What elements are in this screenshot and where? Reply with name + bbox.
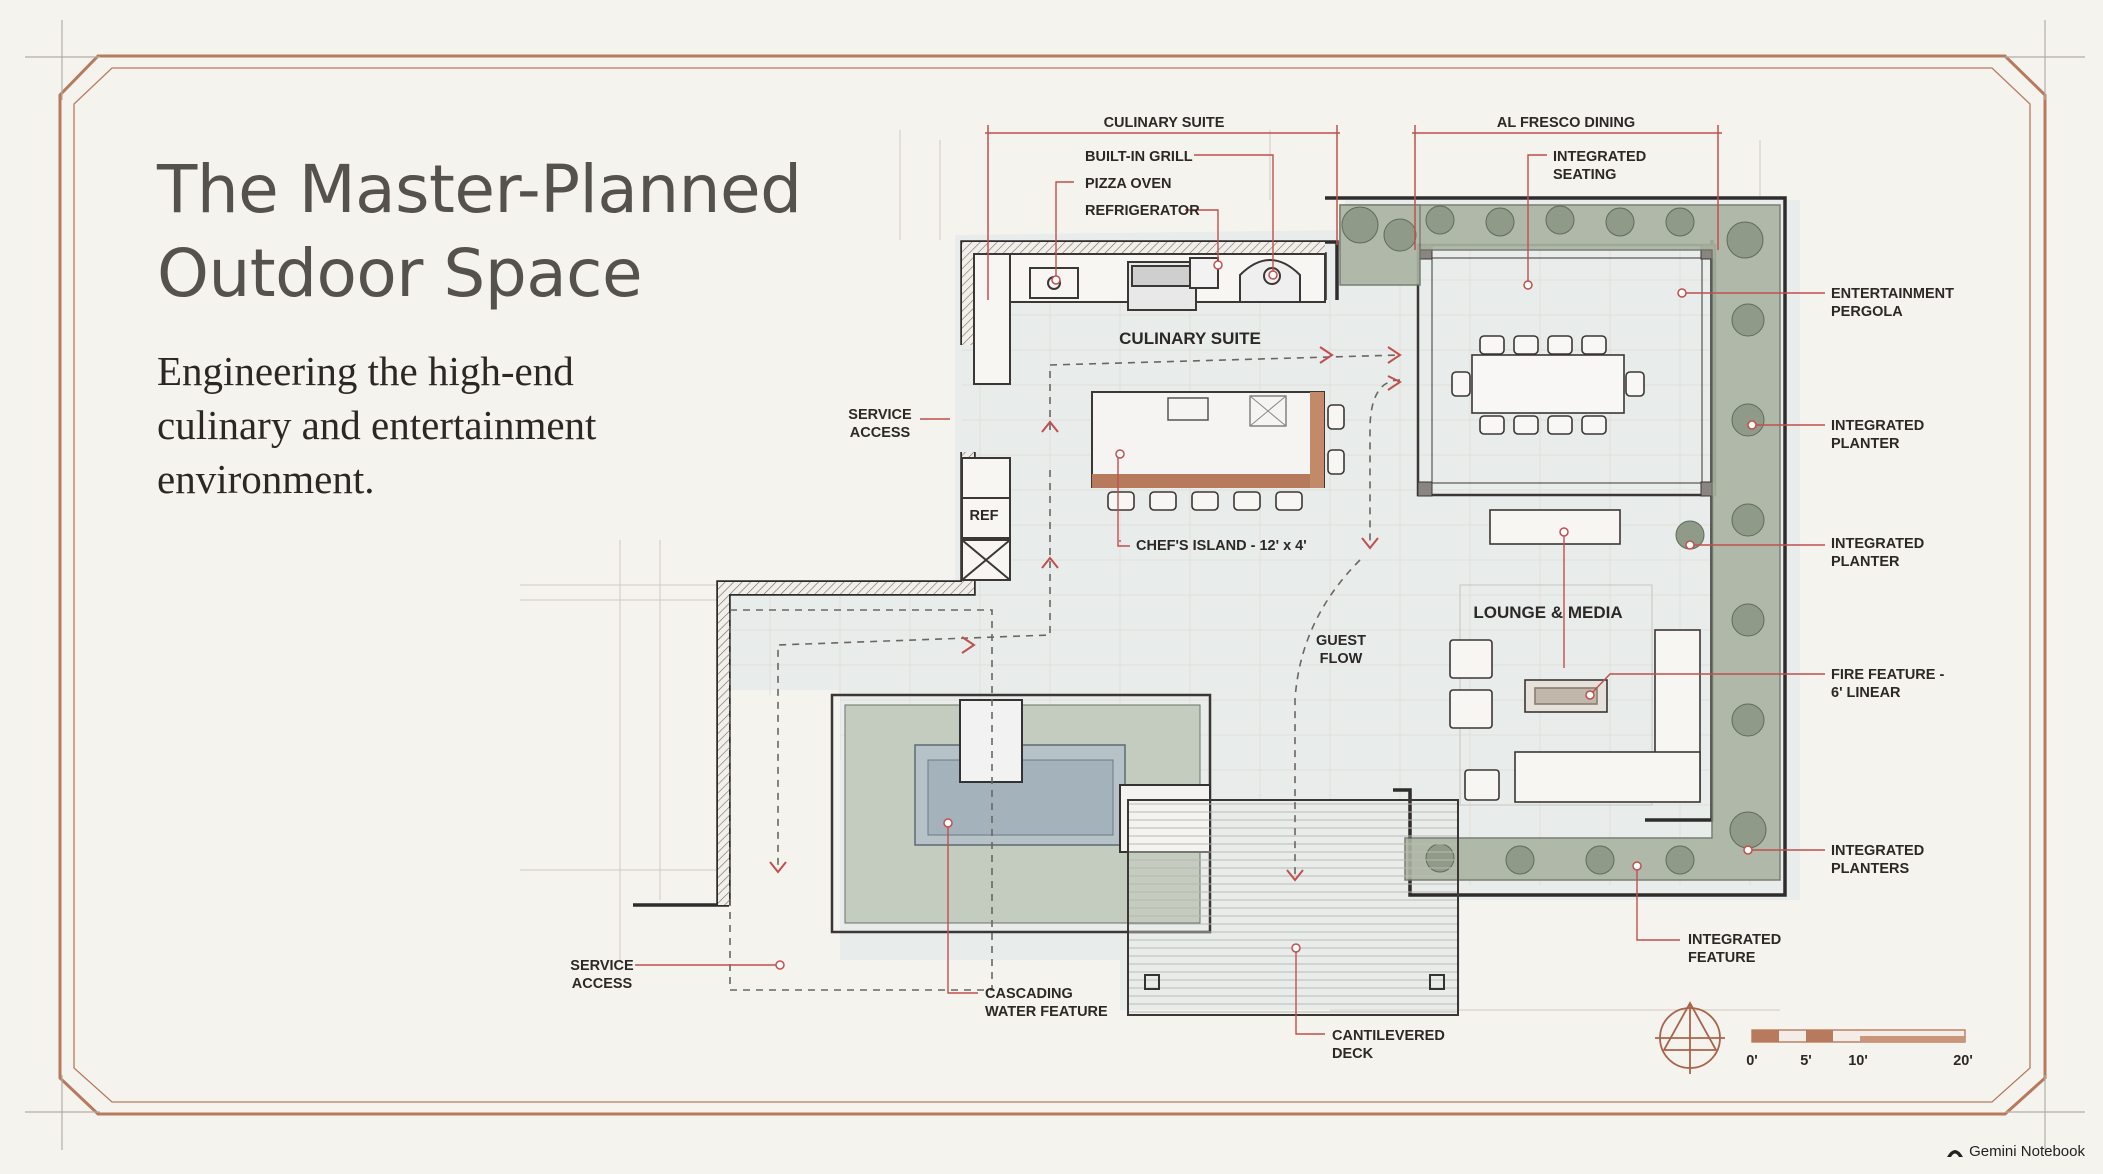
scale-bar: 0' 5' 10' 20' [1746,1029,1973,1069]
brand-name: Gemini Notebook [1969,1143,2085,1160]
culinary-suite-label: CULINARY SUITE [1119,329,1261,348]
gemini-logo-icon [1947,1149,1964,1157]
dimension-lines [985,125,1722,300]
flow-paths [729,354,1401,991]
integrated-planter-2-label-1: INTEGRATED [1831,536,1924,552]
scale-label-20: 20' [1953,1053,1973,1069]
plan-labels: CULINARY SUITE AL FRESCO DINING BUILT-IN… [570,115,1954,1062]
guest-flow-label-2: FLOW [1320,651,1363,667]
ref-label: REF [970,508,999,524]
chefs-island-label: CHEF'S ISLAND - 12' x 4' [1136,538,1307,554]
integrated-planters-label-2: PLANTERS [1831,861,1909,877]
kitchen-counter [961,253,1326,581]
north-arrow-icon [1655,1001,1725,1074]
entertainment-pergola-label-2: PERGOLA [1831,304,1903,320]
cascading-water-label-1: CASCADING [985,986,1073,1002]
construction-lines [520,130,1780,1011]
scale-label-10: 10' [1848,1053,1868,1069]
fire-feature-label-2: 6' LINEAR [1831,685,1901,701]
corner-crosshairs [25,20,2085,1150]
page-subtitle: Engineering the high-end culinary and en… [157,344,717,506]
service-access-top-label-2: ACCESS [850,425,911,441]
built-in-grill-label: BUILT-IN GRILL [1085,149,1193,165]
guest-flow-label-1: GUEST [1316,633,1366,649]
brand-watermark: Gemini Notebook [1946,1143,2085,1160]
fire-feature-label-1: FIRE FEATURE - [1831,667,1944,683]
cascading-water-label-2: WATER FEATURE [985,1004,1108,1020]
integrated-planter-1-label-2: PLANTER [1831,436,1900,452]
al-fresco-dining-label: AL FRESCO DINING [1497,115,1635,131]
refrigerator-label: REFRIGERATOR [1085,203,1200,219]
chefs-island [1091,391,1345,511]
lounge-area [1449,509,1701,806]
page-title: The Master-Planned Outdoor Space [157,148,802,316]
integrated-planters-label-1: INTEGRATED [1831,843,1924,859]
scale-label-0: 0' [1746,1053,1758,1069]
leader-dots [775,260,1757,970]
subtitle-line-1: Engineering the high-end [157,348,574,394]
service-access-bottom-label-1: SERVICE [570,958,634,974]
integrated-planter-1-label-1: INTEGRATED [1831,418,1924,434]
cantilevered-deck [1127,799,1459,1016]
pizza-oven-label: PIZZA OVEN [1085,176,1171,192]
title-line-1: The Master-Planned [157,151,802,228]
integrated-seating-label-2: SEATING [1553,167,1616,183]
integrated-planter-2-label-2: PLANTER [1831,554,1900,570]
entertainment-pergola-label-1: ENTERTAINMENT [1831,286,1954,302]
planter-shrubs [1341,205,1767,875]
scale-label-5: 5' [1800,1053,1812,1069]
lounge-media-label: LOUNGE & MEDIA [1473,603,1622,622]
dining-table [1451,335,1645,435]
service-access-top-label-1: SERVICE [848,407,912,423]
service-access-bottom-label-2: ACCESS [572,976,633,992]
page-frame [58,54,2047,1116]
title-line-2: Outdoor Space [157,235,643,312]
flow-arrows [769,346,1402,882]
integrated-feature-label-2: FEATURE [1688,950,1756,966]
cantilevered-deck-label-1: CANTILEVERED [1332,1028,1445,1044]
integrated-feature-label-1: INTEGRATED [1688,932,1781,948]
integrated-seating-label-1: INTEGRATED [1553,149,1646,165]
culinary-suite-dimension-label: CULINARY SUITE [1104,115,1225,131]
subtitle-line-3: environment. [157,456,375,502]
cantilevered-deck-label-2: DECK [1332,1046,1374,1062]
leader-lines [635,154,1825,1035]
subtitle-line-2: culinary and entertainment [157,402,597,448]
